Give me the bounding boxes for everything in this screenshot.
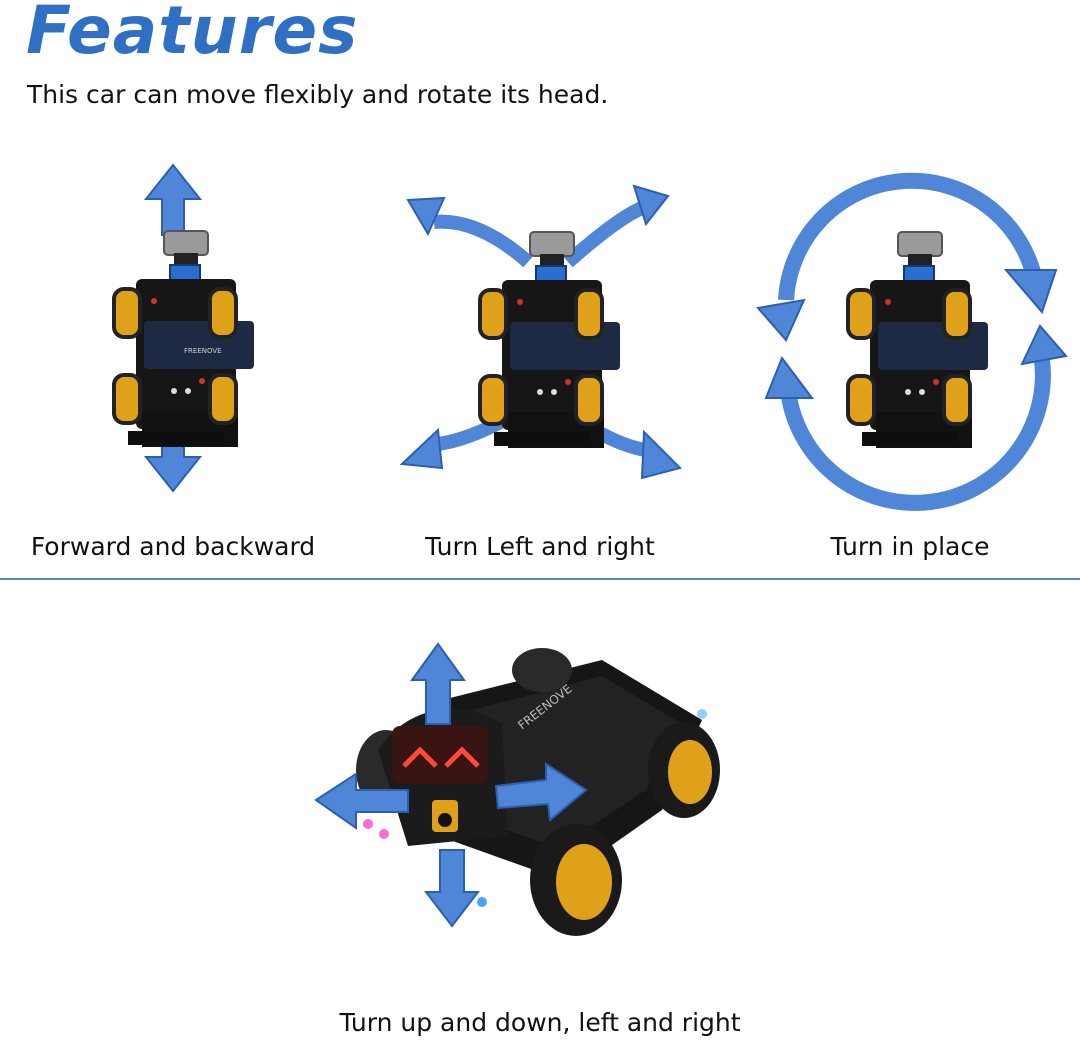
page-subtitle: This car can move flexibly and rotate it… [27,80,609,109]
arrow-left-icon [314,772,409,830]
arrow-curve-up-left-icon [433,214,533,268]
car-top-view [112,229,256,449]
car-top-view [478,230,622,450]
caption-turn-left-right: Turn Left and right [425,532,655,561]
arrow-curve-up-right-icon [563,201,645,268]
head-rotation-illustration: FREENOVE [314,642,720,936]
car-top-view [846,230,990,450]
caption-turn-in-place: Turn in place [830,532,990,561]
section-divider [0,578,1080,580]
page-title: Features [26,0,359,69]
wheel [512,648,572,692]
car-logo: FREENOVE [184,347,222,355]
turn-in-place-illustration [756,172,1068,511]
arrow-down-icon [423,849,481,928]
caption-head-rotation: Turn up and down, left and right [339,1008,741,1037]
arrow-right-icon [494,762,588,822]
arrow-up-icon [410,642,466,725]
arrow-rotate-bottom-icon [780,359,1051,511]
led-matrix [392,726,488,784]
turn-left-right-illustration [399,184,682,480]
arrow-up-icon [143,163,203,236]
forward-backward-illustration: FREENOVE [112,163,256,493]
caption-forward-backward: Forward and backward [30,532,316,561]
arrow-rotate-top-icon [778,172,1042,301]
